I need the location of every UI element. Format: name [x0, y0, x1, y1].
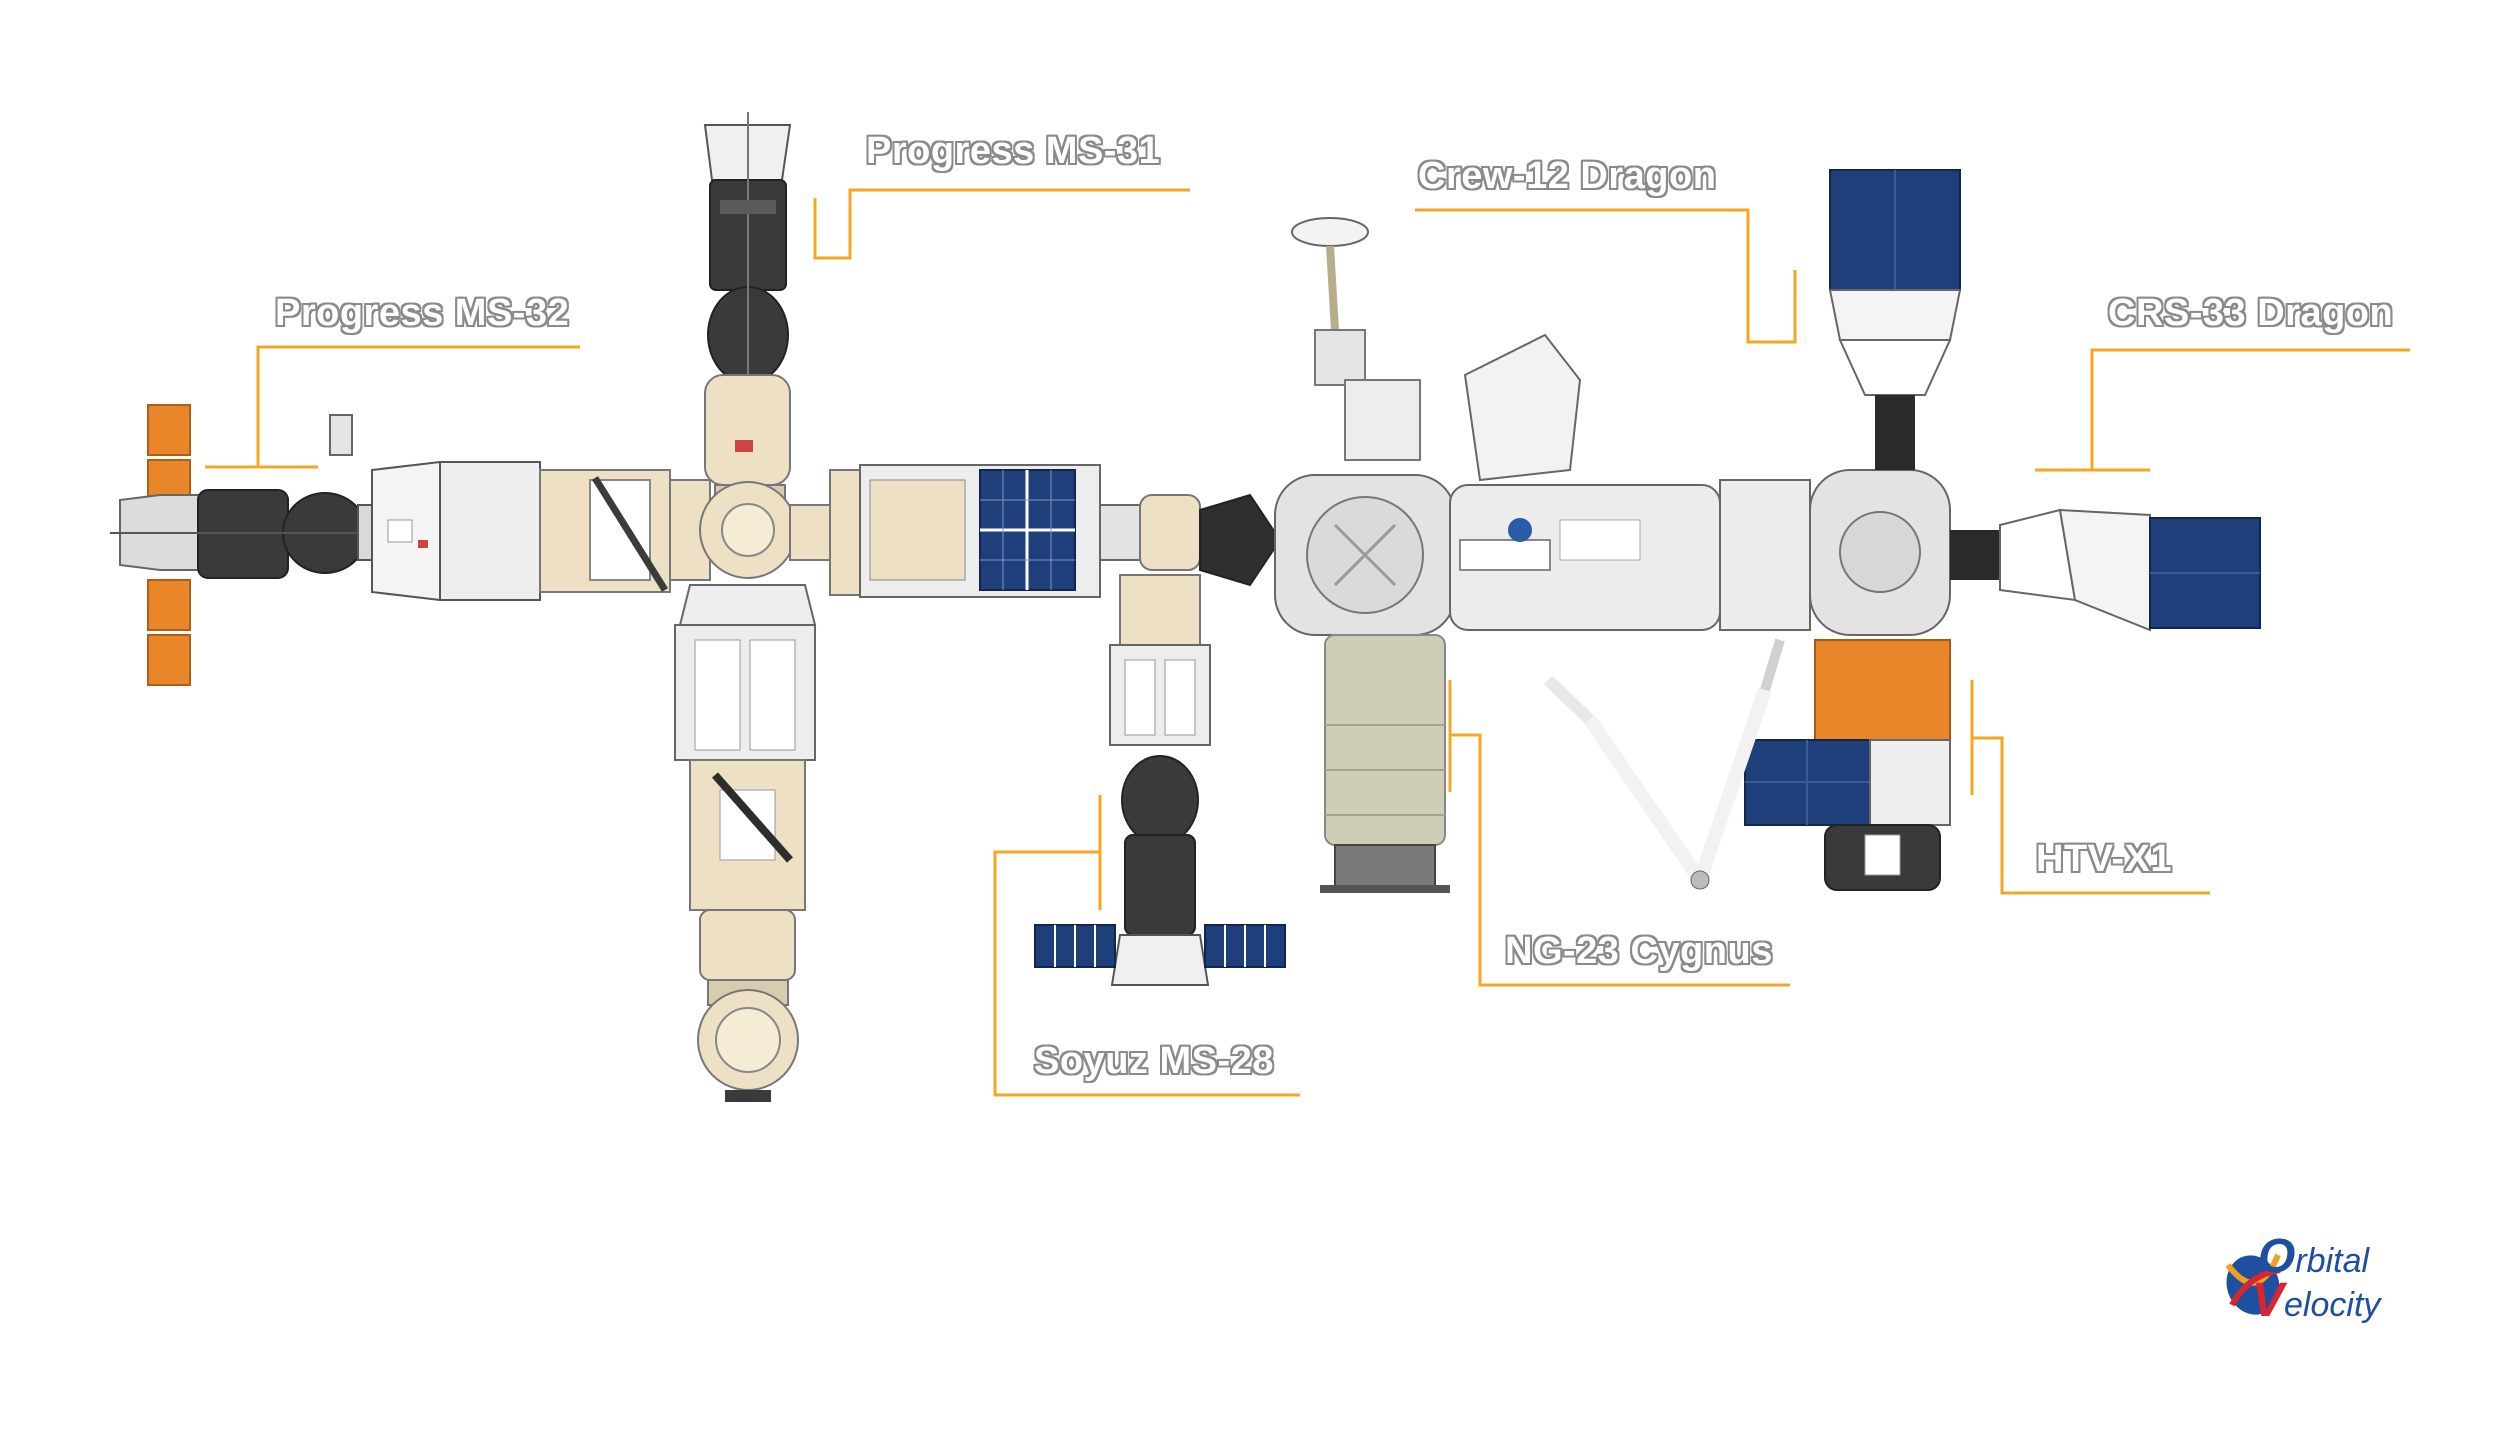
harmony-node [1719, 469, 1951, 636]
logo-emblem-icon [2225, 1253, 2281, 1315]
zarya-module [789, 464, 1101, 598]
orbital-velocity-logo: Orbital Velocity [2218, 1230, 2398, 1335]
progress-ms31-spacecraft [703, 112, 792, 384]
leader-line-crs33-dragon [2035, 348, 2410, 472]
label-progress-ms31: Progress MS-31 [866, 130, 1161, 172]
label-ng23-cygnus: NG-23 Cygnus [1505, 930, 1773, 972]
lower-russian-stack [674, 584, 817, 1102]
leader-line-ng23-cygnus [1448, 680, 1790, 987]
destiny-lab-module [1449, 484, 1721, 631]
leader-lines [205, 188, 2410, 1097]
label-soyuz-ms28: Soyuz MS-28 [1034, 1040, 1274, 1082]
leader-line-soyuz-ms28 [993, 795, 1300, 1097]
prichal-node [1099, 494, 1211, 746]
label-htv-x1: HTV-X1 [2036, 838, 2173, 880]
leader-line-progress-ms31 [813, 188, 1190, 260]
label-crew12-dragon: Crew-12 Dragon [1418, 155, 1717, 197]
crew12-dragon-spacecraft [1828, 169, 1962, 470]
htv-x1-spacecraft [1744, 639, 1951, 891]
label-crs33-dragon: CRS-33 Dragon [2108, 292, 2394, 334]
logo-line2: Velocity [2252, 1274, 2381, 1327]
leader-line-crew12-dragon [1415, 208, 1797, 344]
external-stowage [1463, 333, 1582, 482]
canadarm2-robotic-arm [1543, 638, 1785, 890]
crs33-dragon-spacecraft [1950, 508, 2261, 632]
z1-truss-antenna [1291, 217, 1421, 461]
logo-line1: Orbital [2258, 1230, 2370, 1283]
soyuz-ms28-spacecraft [1034, 755, 1286, 986]
central-russian-node [699, 481, 797, 579]
zvezda-module [329, 414, 711, 601]
ng23-cygnus-spacecraft [1320, 634, 1450, 893]
unity-node [1199, 474, 1456, 636]
leader-line-htv-x1 [1970, 680, 2210, 895]
progress-ms32-spacecraft [110, 404, 368, 686]
leader-line-progress-ms32 [205, 345, 580, 469]
label-progress-ms32: Progress MS-32 [275, 292, 570, 334]
